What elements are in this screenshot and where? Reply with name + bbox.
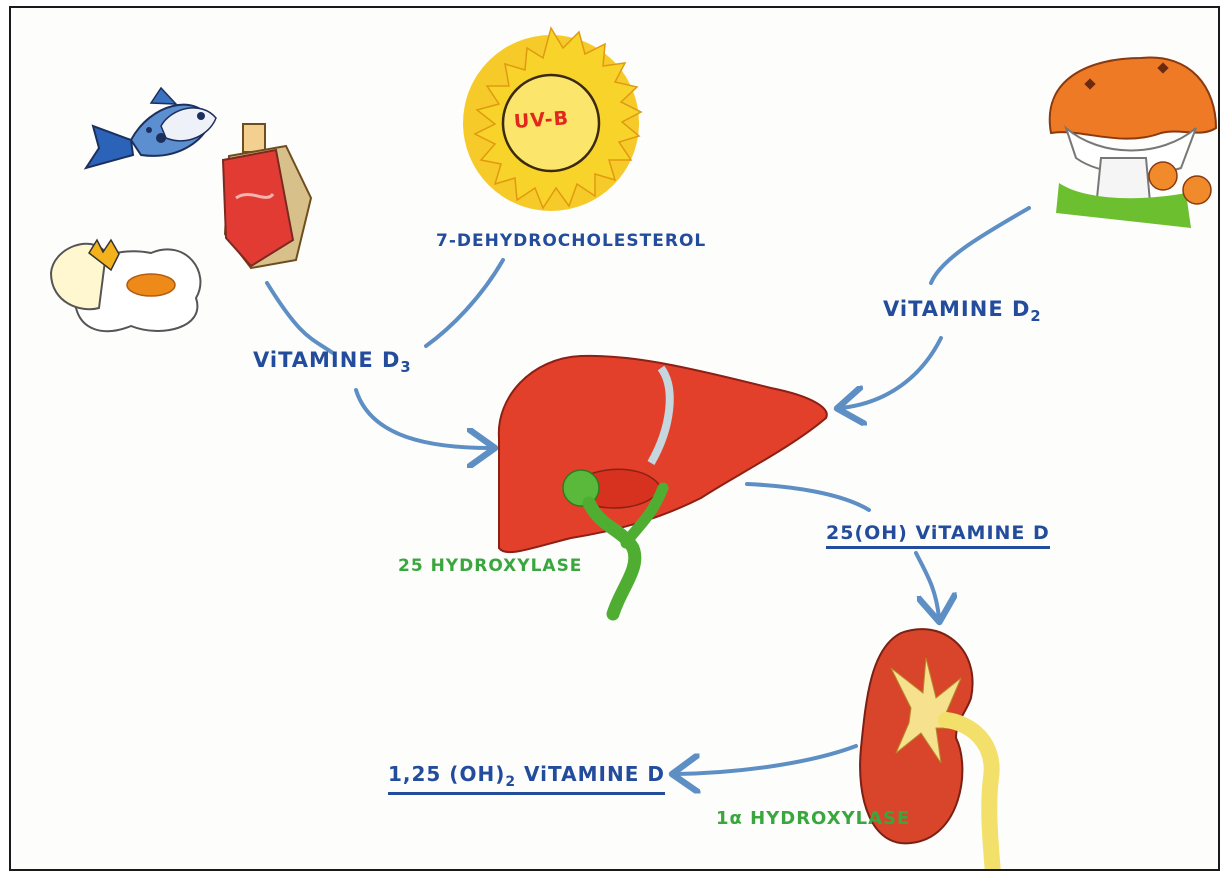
25oh-vitamin-d-label: 25(OH) ViTAMINE D xyxy=(826,522,1050,549)
uvb-label: UV-B xyxy=(513,107,570,133)
arrow-25oh-to-kidney xyxy=(916,553,939,618)
vitamin-d3-label: ViTAMINE D3 xyxy=(253,348,412,376)
dehydrocholesterol-label: 7-DEHYDROCHOLESTEROL xyxy=(436,231,706,251)
arrow-d2-to-liver xyxy=(841,338,941,408)
1a-hydroxylase-label: 1α HYDROXYLASE xyxy=(716,808,910,829)
calcitriol-text-b: ViTAMINE D xyxy=(516,762,665,786)
calcitriol-label: 1,25 (OH)2 ViTAMINE D xyxy=(388,762,665,795)
arrow-food-to-d3 xyxy=(267,283,333,353)
arrow-dehydro-to-d3 xyxy=(426,260,503,346)
arrow-kidney-to-calcitriol xyxy=(676,746,856,774)
calcitriol-subscript: 2 xyxy=(505,774,516,790)
egg-icon xyxy=(51,240,200,331)
arrow-d3-to-liver xyxy=(356,390,491,448)
vitamin-d2-label: ViTAMINE D2 xyxy=(883,297,1042,325)
diagram-art xyxy=(11,8,1220,871)
vitamin-d3-subscript: 3 xyxy=(400,359,411,376)
fish-icon xyxy=(86,88,216,168)
vitamin-d2-text: ViTAMINE D xyxy=(883,297,1030,321)
calcitriol-text-a: 1,25 (OH) xyxy=(388,762,505,786)
arrow-mushroom-to-d2 xyxy=(931,208,1029,283)
kidney-icon xyxy=(860,629,993,871)
vitamin-d2-subscript: 2 xyxy=(1030,308,1041,325)
arrow-liver-to-25oh xyxy=(747,484,869,510)
mushroom-icon xyxy=(1050,58,1216,228)
vitamin-d3-text: ViTAMINE D xyxy=(253,348,400,372)
meat-icon xyxy=(223,124,311,268)
25-hydroxylase-label: 25 HYDROXYLASE xyxy=(398,556,582,576)
diagram-frame: UV-B 7-DEHYDROCHOLESTEROL ViTAMINE D3 Vi… xyxy=(9,6,1220,871)
